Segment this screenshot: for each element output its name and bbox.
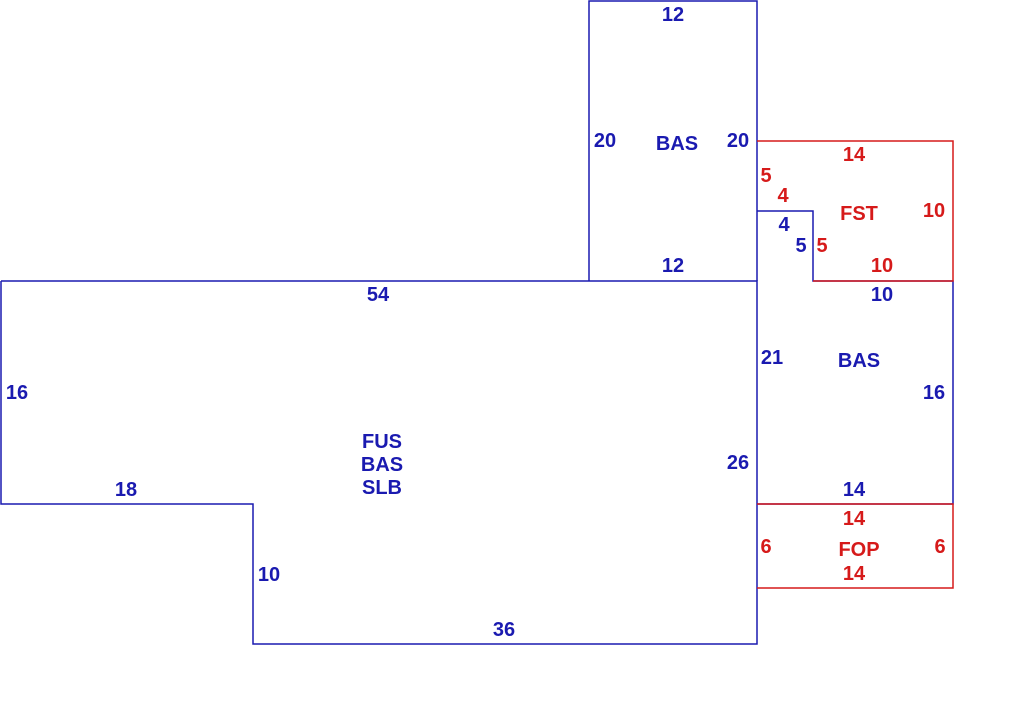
- main-area-label-bas: BAS: [361, 454, 403, 476]
- fst-outline: [757, 140, 954, 282]
- top-bas-dim-right: 20: [727, 130, 749, 152]
- fst-dim-notch-side: 5: [816, 235, 827, 257]
- right-bas-dim-notch-side: 5: [795, 235, 806, 257]
- right-bas-dim-top: 10: [871, 284, 893, 306]
- fst-dim-right: 10: [923, 200, 945, 222]
- right-bas-dim-notch-top: 4: [778, 214, 790, 236]
- main-area-label-slb: SLB: [362, 477, 402, 499]
- fop-outline: [757, 503, 954, 589]
- top-bas-dim-top: 12: [662, 4, 684, 26]
- main-dim-step-bottom: 18: [115, 479, 137, 501]
- fop-label: FOP: [838, 539, 879, 561]
- fst-dim-bottom: 10: [871, 255, 893, 277]
- fop-dim-left: 6: [760, 536, 771, 558]
- fst-dim-notch-top: 4: [777, 185, 789, 207]
- fst-label: FST: [840, 203, 878, 225]
- right-bas-dim-left: 21: [761, 347, 783, 369]
- right-bas-label: BAS: [838, 350, 880, 372]
- right-bas-dim-right: 16: [923, 382, 945, 404]
- main-dim-right: 26: [727, 452, 749, 474]
- top-bas-dim-bottom: 12: [662, 255, 684, 277]
- fst-dim-top: 14: [843, 144, 866, 166]
- fst-dim-left: 5: [760, 165, 771, 187]
- main-dim-step-side: 10: [258, 564, 280, 586]
- main-dim-top: 54: [367, 284, 390, 306]
- main-dim-bottom: 36: [493, 619, 515, 641]
- main-dim-left: 16: [6, 382, 28, 404]
- fop-dim-bottom: 14: [843, 563, 866, 585]
- fop-dim-top: 14: [843, 508, 866, 530]
- fop-dim-right: 6: [934, 536, 945, 558]
- right-bas-dim-bottom: 14: [843, 479, 866, 501]
- top-bas-dim-left: 20: [594, 130, 616, 152]
- top-bas-label: BAS: [656, 133, 698, 155]
- main-area-label-fus: FUS: [362, 431, 402, 453]
